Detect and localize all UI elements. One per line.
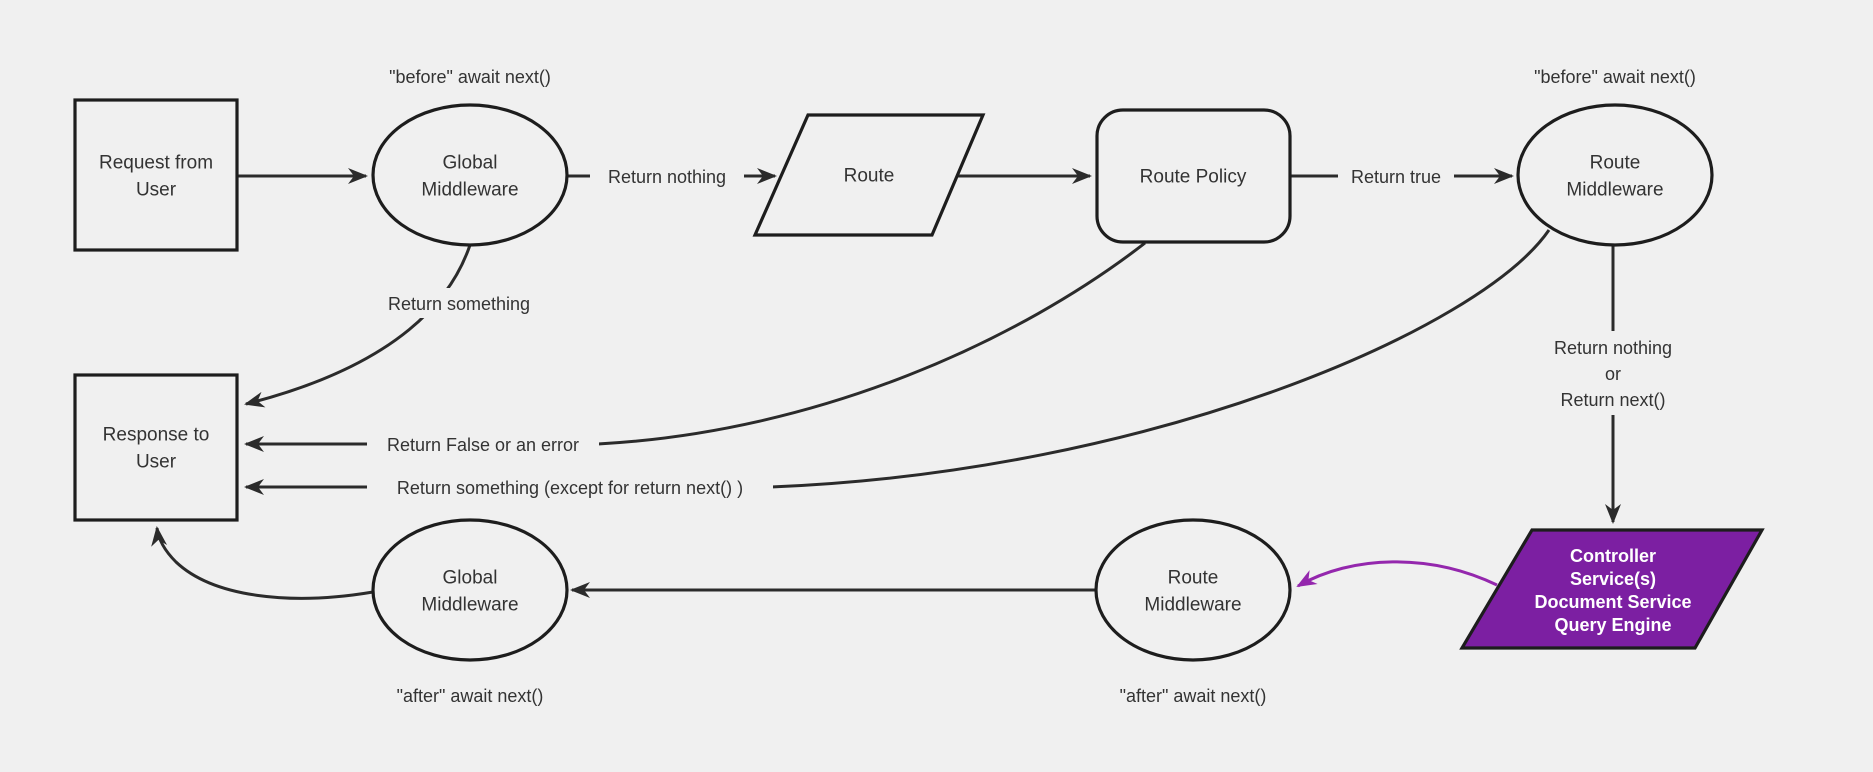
edge-label-return-nothing: Return nothing xyxy=(590,161,744,191)
route-parallelogram xyxy=(752,113,986,237)
svg-text:Return nothing: Return nothing xyxy=(1554,338,1672,358)
edge-global-middleware-to-response-bottom xyxy=(151,526,374,600)
node-controller-services: Controller Service(s) Document Service Q… xyxy=(1459,528,1765,650)
annotation-after-await-right: "after" await next() xyxy=(1120,686,1267,706)
svg-text:Route: Route xyxy=(844,166,895,187)
edge-label-return-false-or-error: Return False or an error xyxy=(367,429,599,459)
svg-text:Route: Route xyxy=(1168,568,1219,589)
svg-text:Middleware: Middleware xyxy=(421,595,518,616)
svg-text:User: User xyxy=(136,180,177,201)
label-backdrop xyxy=(367,472,773,502)
edge-global-middleware-to-response xyxy=(244,244,472,408)
edge-controller-to-route-middleware xyxy=(1296,560,1498,588)
route-middleware-bottom-ellipse xyxy=(1094,518,1292,662)
response-box xyxy=(73,373,239,522)
svg-text:Request from: Request from xyxy=(99,153,213,174)
label-backdrop xyxy=(367,429,599,459)
edge-label-return-nothing-or-next: Return nothing or Return next() xyxy=(1520,331,1706,415)
svg-text:User: User xyxy=(136,452,177,473)
node-route: Route xyxy=(752,113,986,237)
svg-text:Global: Global xyxy=(443,568,498,589)
route-policy-box xyxy=(1095,108,1292,244)
node-global-middleware-top: Global Middleware xyxy=(371,103,569,247)
node-global-middleware-bottom: Global Middleware xyxy=(371,518,569,662)
svg-text:Middleware: Middleware xyxy=(421,180,518,201)
label-backdrop xyxy=(1520,331,1706,415)
label-backdrop xyxy=(1338,161,1454,191)
svg-text:Return true: Return true xyxy=(1351,167,1441,187)
svg-text:Middleware: Middleware xyxy=(1566,180,1663,201)
edge-route-middleware-to-response xyxy=(244,229,1551,495)
global-middleware-bottom-ellipse xyxy=(371,518,569,662)
annotation-after-await-left: "after" await next() xyxy=(397,686,544,706)
svg-text:Service(s): Service(s) xyxy=(1570,569,1656,589)
svg-text:Response to: Response to xyxy=(103,425,210,446)
node-route-middleware-bottom: Route Middleware xyxy=(1094,518,1292,662)
edge-label-return-something: Return something xyxy=(381,288,537,318)
svg-text:Middleware: Middleware xyxy=(1144,595,1241,616)
label-backdrop xyxy=(381,288,537,318)
annotation-before-await-left: "before" await next() xyxy=(389,67,551,87)
svg-text:Global: Global xyxy=(443,153,498,174)
svg-text:Return something (except for r: Return something (except for return next… xyxy=(397,478,743,498)
svg-text:Controller: Controller xyxy=(1570,546,1656,566)
svg-text:Route Policy: Route Policy xyxy=(1140,167,1247,188)
svg-text:Route: Route xyxy=(1590,153,1641,174)
controller-parallelogram xyxy=(1459,528,1765,650)
node-route-middleware-top: Route Middleware xyxy=(1516,103,1714,247)
edge-label-return-true: Return true xyxy=(1338,161,1454,191)
node-route-policy: Route Policy xyxy=(1095,108,1292,244)
route-middleware-top-ellipse xyxy=(1516,103,1714,247)
annotation-before-await-right: "before" await next() xyxy=(1534,67,1696,87)
svg-text:Document Service: Document Service xyxy=(1534,592,1691,612)
svg-text:Return something: Return something xyxy=(388,294,530,314)
global-middleware-top-ellipse xyxy=(371,103,569,247)
svg-text:Return nothing: Return nothing xyxy=(608,167,726,187)
node-response-to-user: Response to User xyxy=(73,373,239,522)
svg-text:Query Engine: Query Engine xyxy=(1554,615,1671,635)
edge-label-return-something-except: Return something (except for return next… xyxy=(367,472,773,502)
node-request-from-user: Request from User xyxy=(73,98,239,252)
svg-text:or: or xyxy=(1605,364,1621,384)
svg-text:Return next(): Return next() xyxy=(1560,390,1665,410)
label-backdrop xyxy=(590,161,744,191)
request-box xyxy=(73,98,239,252)
svg-text:Return False or an error: Return False or an error xyxy=(387,435,579,455)
edge-route-policy-to-response xyxy=(244,241,1146,452)
